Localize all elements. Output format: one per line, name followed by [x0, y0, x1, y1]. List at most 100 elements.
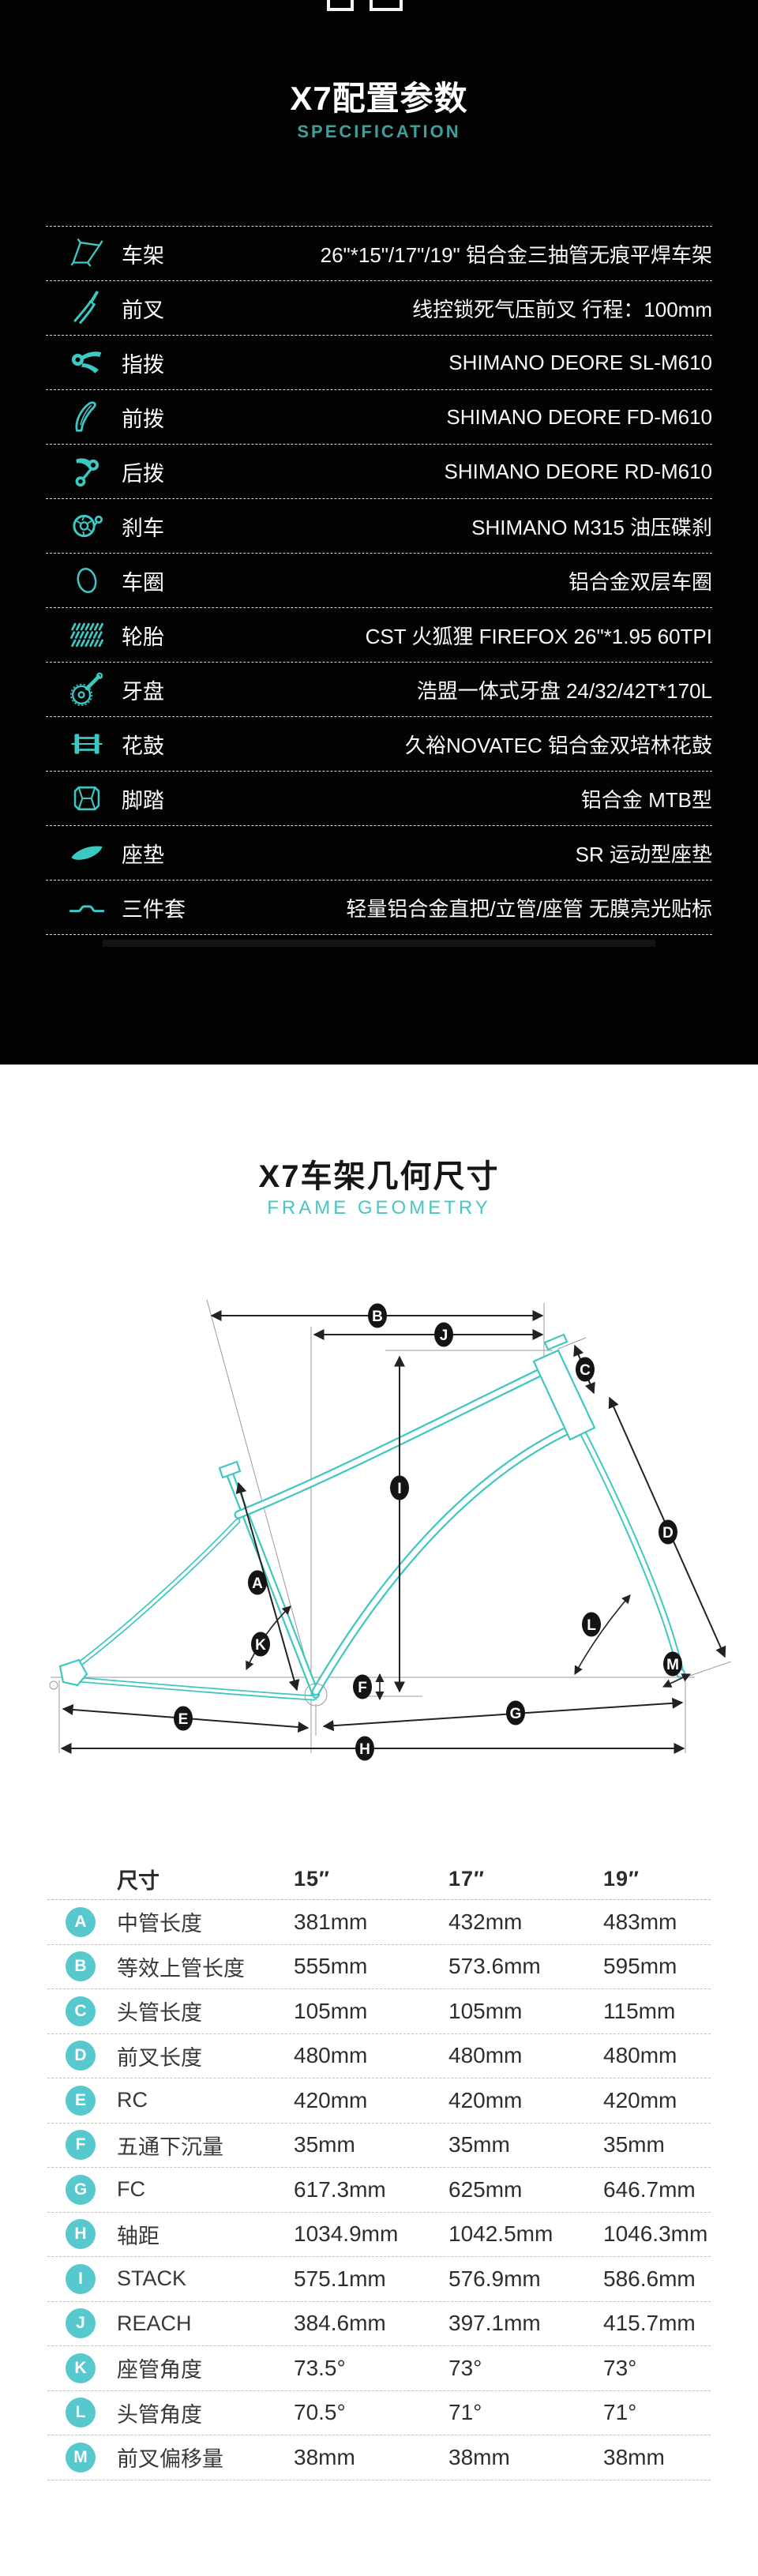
- value-19: 35mm: [603, 2132, 665, 2157]
- spec-label: 后拨: [122, 461, 164, 486]
- value-19: 586.6mm: [603, 2266, 696, 2291]
- row-label: 轴距: [117, 2224, 159, 2248]
- value-17: 432mm: [448, 1909, 523, 1934]
- row-label: 前叉偏移量: [117, 2447, 223, 2472]
- fork-icon: [66, 289, 107, 327]
- spec-row: 车圈 铝合金双层车圈: [46, 554, 712, 608]
- spec-value: 久裕NOVATEC 铝合金双培林花鼓: [404, 733, 712, 757]
- bike-frame-drawing: [58, 1333, 686, 1707]
- spec-value: SHIMANO DEORE FD-M610: [446, 404, 712, 429]
- geometry-table-row: C 头管长度 105mm 105mm 115mm: [47, 1989, 711, 2034]
- value-15: 617.3mm: [294, 2176, 386, 2202]
- value-15: 38mm: [294, 2444, 355, 2469]
- geometry-table-row: H 轴距 1034.9mm 1042.5mm 1046.3mm: [47, 2213, 711, 2257]
- svg-text:M: M: [666, 1657, 679, 1673]
- row-label: 座管角度: [117, 2358, 202, 2383]
- spec-section: X7配置参数 SPECIFICATION 车架 26"*15"/17"/19" …: [0, 0, 758, 1065]
- spec-value: 铝合金 MTB型: [580, 787, 712, 812]
- spec-row: 三件套 轻量铝合金直把/立管/座管 无膜亮光贴标: [46, 881, 712, 935]
- row-label: 头管角度: [117, 2402, 202, 2427]
- value-17: 38mm: [448, 2444, 510, 2469]
- row-letter-badge: L: [66, 2398, 96, 2428]
- value-19: 595mm: [603, 1954, 677, 1979]
- row-label: FC: [117, 2177, 145, 2202]
- spec-label: 轮胎: [122, 625, 164, 649]
- spec-label: 花鼓: [122, 734, 164, 758]
- badge-F: F: [353, 1674, 372, 1699]
- top-glyph-fragment: [370, 0, 403, 11]
- value-15: 1034.9mm: [294, 2221, 399, 2247]
- badge-E: E: [174, 1706, 193, 1731]
- pedal-icon: [66, 779, 107, 817]
- value-17: 105mm: [448, 1998, 523, 2023]
- row-label: 中管长度: [117, 1912, 202, 1936]
- spec-subtitle: SPECIFICATION: [297, 122, 461, 141]
- value-17: 71°: [448, 2400, 482, 2425]
- spec-value: SR 运动型座垫: [575, 842, 712, 866]
- badge-K: K: [251, 1632, 270, 1657]
- spec-label: 座垫: [122, 843, 164, 867]
- badge-L: L: [582, 1612, 601, 1637]
- spec-label: 牙盘: [122, 679, 164, 704]
- spec-row: 刹车 SHIMANO M315 油压碟刹: [46, 499, 712, 554]
- spec-value: 铝合金双层车圈: [568, 569, 712, 594]
- spec-row: 轮胎 CST 火狐狸 FIREFOX 26"*1.95 60TPI: [46, 608, 712, 663]
- header-19: 19″: [603, 1867, 640, 1891]
- spec-label: 三件套: [122, 897, 186, 922]
- artifact-strip: [103, 940, 655, 947]
- value-15: 384.6mm: [294, 2311, 386, 2336]
- value-17: 573.6mm: [448, 1954, 541, 1979]
- value-19: 646.7mm: [603, 2176, 696, 2202]
- badge-A: A: [248, 1570, 267, 1595]
- value-15: 105mm: [294, 1998, 368, 2023]
- tire-icon: [66, 616, 107, 654]
- geometry-table-row: G FC 617.3mm 625mm 646.7mm: [47, 2168, 711, 2213]
- spec-row: 座垫 SR 运动型座垫: [46, 826, 712, 881]
- spec-value: SHIMANO M315 油压碟刹: [471, 515, 712, 539]
- value-19: 1046.3mm: [603, 2221, 708, 2247]
- frame-icon: [66, 235, 107, 272]
- row-letter-badge: I: [66, 2263, 96, 2294]
- value-15: 73.5°: [294, 2355, 346, 2380]
- crankset-icon: [66, 670, 107, 708]
- row-label: STACK: [117, 2266, 187, 2291]
- top-glyph-fragment: [327, 0, 354, 11]
- spec-label: 车架: [122, 243, 164, 268]
- value-19: 480mm: [603, 2043, 677, 2068]
- header-size: 尺寸: [117, 1869, 159, 1893]
- shifter-icon: [66, 344, 107, 381]
- spec-label: 指拨: [122, 352, 164, 377]
- rear-derailleur-icon: [66, 452, 107, 490]
- svg-text:F: F: [358, 1680, 367, 1696]
- spec-value: SHIMANO DEORE RD-M610: [444, 459, 713, 483]
- value-17: 420mm: [448, 2087, 523, 2112]
- spec-label: 车圈: [122, 570, 164, 595]
- spec-label: 脚踏: [122, 788, 164, 813]
- header-15: 15″: [294, 1867, 330, 1891]
- value-19: 420mm: [603, 2087, 677, 2112]
- svg-text:C: C: [580, 1362, 591, 1379]
- geometry-subtitle: FRAME GEOMETRY: [267, 1197, 491, 1219]
- value-17: 35mm: [448, 2132, 510, 2157]
- value-15: 70.5°: [294, 2400, 346, 2425]
- row-label: 五通下沉量: [117, 2135, 223, 2159]
- geometry-table-row: E RC 420mm 420mm 420mm: [47, 2078, 711, 2124]
- value-17: 576.9mm: [448, 2266, 541, 2291]
- geometry-table-row: B 等效上管长度 555mm 573.6mm 595mm: [47, 1945, 711, 1989]
- spec-row: 前叉 线控锁死气压前叉 行程：100mm: [46, 281, 712, 336]
- geometry-table-row: F 五通下沉量 35mm 35mm 35mm: [47, 2124, 711, 2168]
- svg-text:J: J: [440, 1327, 448, 1344]
- value-19: 415.7mm: [603, 2311, 696, 2336]
- value-15: 381mm: [294, 1909, 368, 1934]
- saddle-icon: [66, 834, 107, 872]
- value-17: 480mm: [448, 2043, 523, 2068]
- row-label: REACH: [117, 2311, 192, 2335]
- diagram-letter-badges: A B C D E F G H I J K L M: [174, 1303, 682, 1761]
- geometry-title: X7车架几何尺寸: [258, 1159, 500, 1194]
- badge-J: J: [434, 1322, 453, 1347]
- value-17: 1042.5mm: [448, 2221, 553, 2247]
- header-17: 17″: [448, 1867, 485, 1891]
- spec-value: 浩盟一体式牙盘 24/32/42T*170L: [416, 678, 712, 703]
- geometry-table: 尺寸 15″ 17″ 19″ A 中管长度 381mm 432mm 483mm …: [47, 1859, 711, 2480]
- hub-icon: [66, 725, 107, 763]
